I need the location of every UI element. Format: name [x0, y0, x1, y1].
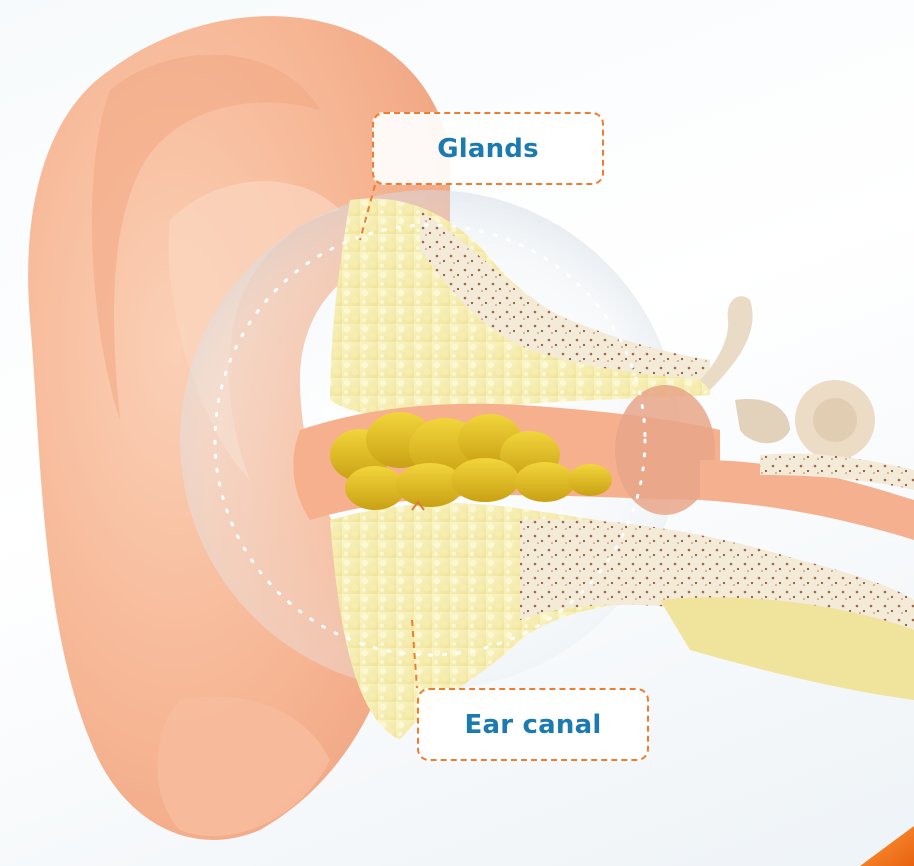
glands-label: Glands	[437, 134, 539, 164]
ear-canal-callout: Ear canal	[417, 688, 649, 761]
corner-accent	[860, 826, 914, 866]
inner-ear-structures	[700, 296, 914, 540]
glands-callout: Glands	[372, 112, 604, 185]
ear-canal-label: Ear canal	[465, 710, 602, 740]
